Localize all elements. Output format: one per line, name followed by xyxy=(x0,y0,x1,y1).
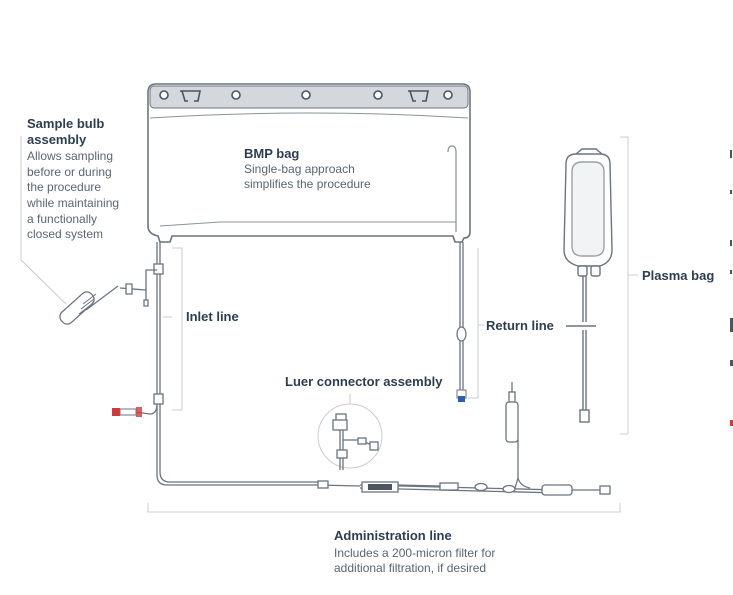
sample-bulb-desc-line-6: closed system xyxy=(27,227,104,242)
plasma-bag-label: Plasma bag xyxy=(642,268,715,283)
edge-ticks xyxy=(730,150,733,426)
sample-bulb-title-line-1: Sample bulb xyxy=(27,116,105,131)
bmp-bag-desc-line-2: simplifies the procedure xyxy=(244,177,371,192)
bmp-bag-label: BMP bag Single-bag approach simplifies t… xyxy=(244,146,371,193)
administration-line-desc-line-2: additional filtration, if desired xyxy=(334,561,487,576)
sample-bulb xyxy=(59,283,147,325)
return-line-tubing xyxy=(456,242,467,390)
return-line-label: Return line xyxy=(486,318,554,333)
luer-connector-assembly xyxy=(317,394,383,470)
bag-hanger-holes xyxy=(159,90,453,102)
sample-bulb-desc-line-4: while maintaining xyxy=(27,195,120,210)
administration-line-label: Administration line Includes a 200-micro… xyxy=(334,528,495,577)
blue-connector xyxy=(456,389,467,402)
sample-bulb-title-line-2: assembly xyxy=(27,131,87,147)
sample-bulb-label: Sample bulb assembly Allows sampling bef… xyxy=(27,116,119,243)
plasma-bag xyxy=(563,148,613,423)
sample-bulb-desc-line-1: Allows sampling xyxy=(27,149,114,164)
bmp-bag-desc-line-1: Single-bag approach xyxy=(244,161,355,176)
sample-bulb-desc-line-3: the procedure xyxy=(27,180,102,195)
administration-line-title: Administration line xyxy=(334,528,452,543)
administration-line-desc-line-1: Includes a 200-micron filter for xyxy=(334,545,496,560)
sample-bulb-desc-line-5: a functionally xyxy=(27,211,98,226)
luer-connector-label: Luer connector assembly xyxy=(285,374,443,389)
label-brackets xyxy=(20,136,638,513)
sample-bulb-desc-line-2: before or during xyxy=(27,164,112,179)
bmp-bag xyxy=(147,83,471,243)
red-connector xyxy=(112,407,142,417)
bmp-bag-title: BMP bag xyxy=(244,146,300,161)
inlet-line-tubing xyxy=(134,242,318,486)
administration-line-tubing xyxy=(317,382,611,496)
inlet-line-label: Inlet line xyxy=(186,309,239,324)
